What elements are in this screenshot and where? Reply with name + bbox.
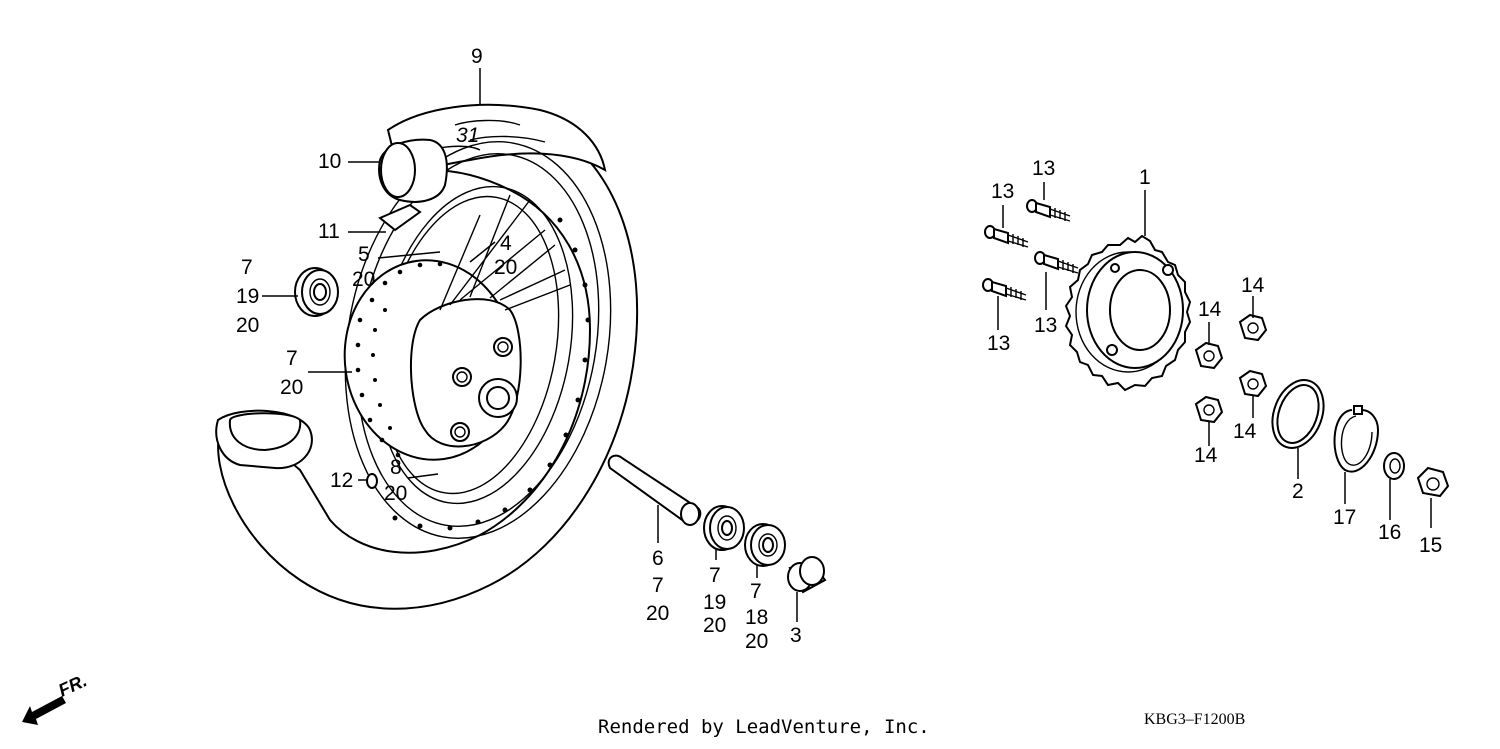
callout-7: 7: [286, 347, 298, 370]
callout-5: 5: [358, 243, 370, 266]
callout-20: 20: [745, 630, 768, 653]
callout-7: 7: [652, 574, 664, 597]
driven-sprocket: [1064, 234, 1192, 392]
distance-collar: [607, 454, 702, 526]
side-collar: [787, 556, 827, 594]
callout-20: 20: [384, 482, 407, 505]
callout-13: 13: [991, 180, 1014, 203]
sprocket-studs: [982, 199, 1079, 301]
callout-14: 14: [1194, 444, 1218, 467]
callout-19: 19: [236, 285, 259, 308]
wheel-assembly: 31: [215, 103, 639, 610]
callout-20: 20: [494, 256, 517, 279]
callout-13: 13: [987, 332, 1010, 355]
callout-13: 13: [1034, 314, 1057, 337]
callout-4: 4: [500, 232, 512, 255]
rim-band: [378, 203, 422, 232]
front-direction-arrow: FR.: [22, 670, 90, 725]
washer: [1383, 452, 1405, 480]
callout-14: 14: [1198, 298, 1222, 321]
callout-16: 16: [1378, 521, 1401, 544]
callout-7: 7: [750, 580, 762, 603]
callout-13: 13: [1032, 157, 1055, 180]
callout-9: 9: [471, 45, 483, 68]
callout-18: 18: [745, 606, 768, 629]
direction-label: FR.: [55, 670, 90, 700]
callout-17: 17: [1333, 506, 1356, 529]
callout-19: 19: [703, 591, 726, 614]
callout-20: 20: [352, 268, 375, 291]
wheel-bearing-center: [703, 505, 745, 551]
callout-11: 11: [318, 220, 340, 243]
callout-6: 6: [652, 547, 664, 570]
callout-1: 1: [1139, 166, 1151, 189]
callout-10: 10: [318, 150, 341, 173]
rim-spoke-holes: [392, 217, 591, 531]
o-ring: [1271, 379, 1325, 449]
callout-7: 7: [709, 564, 721, 587]
callout-labels: 9 10 11 5 20 4 20 7 19 20 7 20 12 8 20 6…: [236, 45, 1442, 653]
footer-credit: Rendered by LeadVenture, Inc.: [598, 716, 930, 738]
leader-lines: [262, 68, 1432, 622]
callout-20: 20: [280, 376, 303, 399]
wheel-bearing-right: [744, 523, 786, 567]
wheel-bearing-left: [294, 267, 339, 317]
callout-20: 20: [703, 614, 726, 637]
valve-nut: [366, 473, 378, 489]
callout-7: 7: [241, 256, 253, 279]
circlip: [1333, 405, 1380, 473]
arrow-icon: [22, 696, 66, 725]
callout-14: 14: [1233, 420, 1257, 443]
callout-3: 3: [790, 624, 802, 647]
callout-20: 20: [236, 314, 259, 337]
callout-14: 14: [1241, 274, 1265, 297]
svg-text:31: 31: [456, 124, 479, 147]
callout-15: 15: [1419, 534, 1442, 557]
diagram-code: KBG3–F1200B: [1144, 711, 1246, 728]
callout-8: 8: [390, 456, 402, 479]
axle-nut: [1416, 466, 1450, 498]
callout-12: 12: [330, 469, 353, 492]
sprocket-nuts: [1194, 313, 1268, 424]
callout-20: 20: [646, 602, 669, 625]
spokes: [439, 194, 571, 311]
callout-2: 2: [1292, 480, 1304, 503]
